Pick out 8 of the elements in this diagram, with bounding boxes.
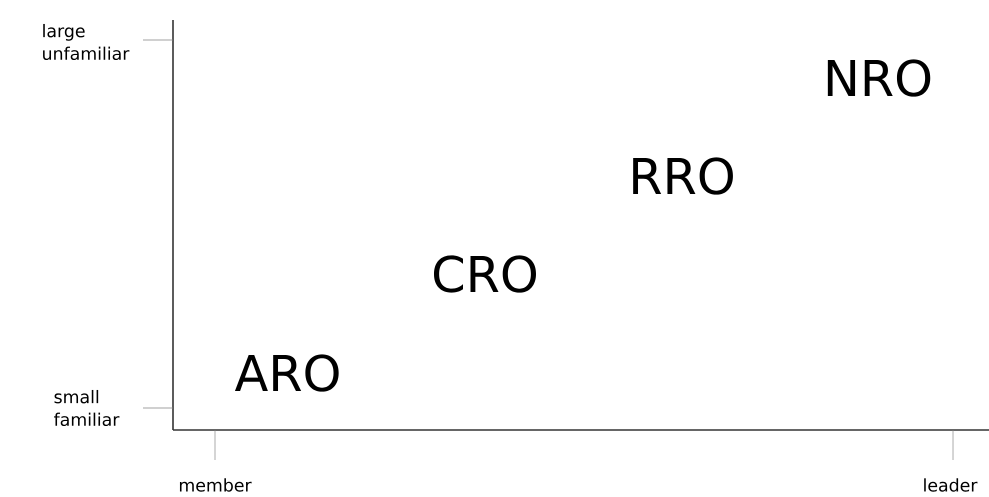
point-label: NRO — [828, 59, 930, 97]
axis-label: large unfamiliar — [43, 24, 130, 60]
point-label: CRO — [434, 255, 536, 293]
axis-label: small familiar — [54, 390, 120, 426]
point-label: ARO — [234, 354, 339, 392]
axis-label: leader — [924, 478, 978, 492]
point-label: RRO — [633, 157, 733, 195]
axis-label: member — [180, 478, 252, 492]
